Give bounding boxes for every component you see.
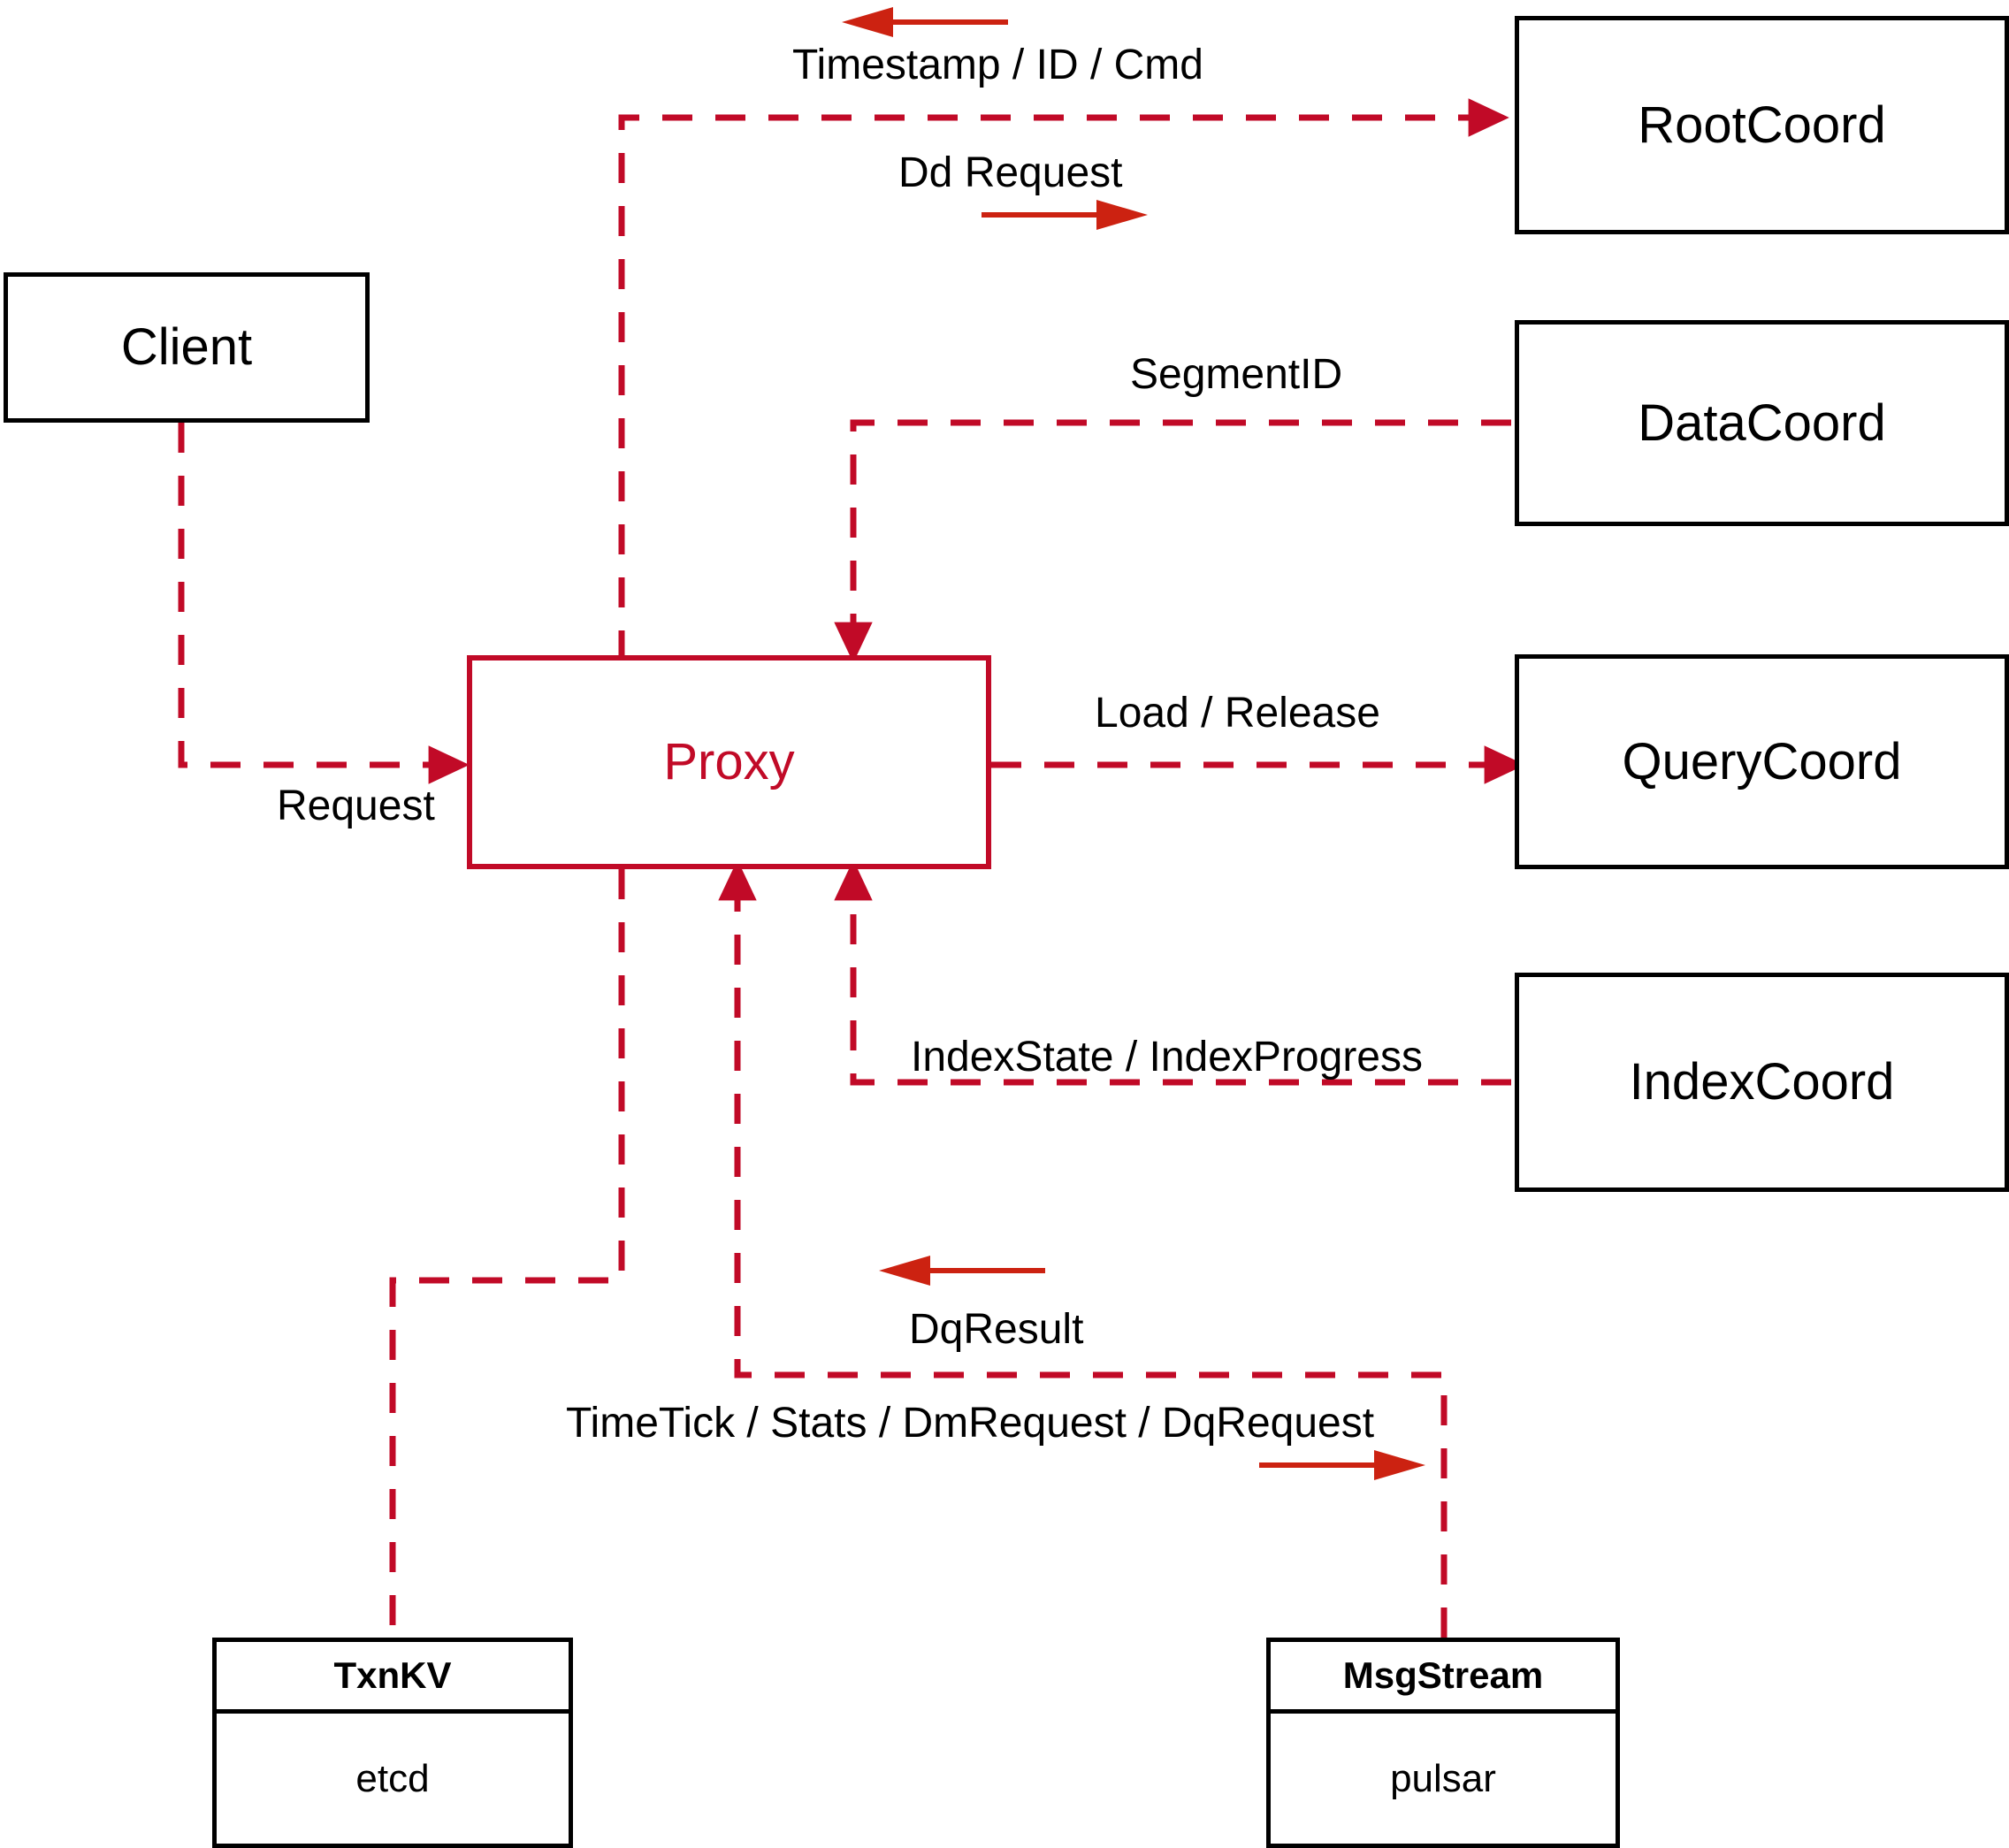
node-datacoord[interactable]: DataCoord [1515,320,2009,526]
edge-label-index-state-progress: IndexState / IndexProgress [911,1034,1423,1081]
edge-label-dq-result: DqResult [909,1306,1084,1353]
edge-label-request: Request [277,783,435,829]
node-msgstream-body-label: pulsar [1390,1756,1496,1800]
node-datacoord-label: DataCoord [1638,393,1886,452]
node-txnkv-body: etcd [217,1714,569,1844]
node-client-label: Client [120,318,253,376]
edge-indexcoord-to-proxy [834,859,1511,1086]
node-txnkv-header: TxnKV [217,1642,569,1714]
node-msgstream-header: MsgStream [1271,1642,1616,1714]
node-txnkv[interactable]: TxnKV etcd [212,1638,573,1848]
edge-label-dd-request: Dd Request [898,149,1123,196]
edge-label-load-release: Load / Release [1095,690,1380,737]
edge-label-segment-id: SegmentID [1130,351,1343,398]
node-msgstream[interactable]: MsgStream pulsar [1266,1638,1620,1848]
node-rootcoord-label: RootCoord [1638,95,1886,154]
edge-proxy-msgstream [718,859,1448,1638]
edge-label-timestamp-id-cmd: Timestamp / ID / Cmd [792,42,1203,88]
node-txnkv-body-label: etcd [355,1756,430,1800]
edge-client-to-proxy [178,423,470,784]
node-indexcoord-label: IndexCoord [1629,1053,1895,1111]
edge-proxy-to-rootcoord [618,98,1509,661]
node-client[interactable]: Client [4,272,370,423]
node-querycoord-label: QueryCoord [1622,732,1902,790]
edge-label-timetick-stats: TimeTick / Stats / DmRequest / DqRequest [566,1400,1375,1447]
node-txnkv-header-label: TxnKV [333,1654,452,1696]
node-rootcoord[interactable]: RootCoord [1515,16,2009,234]
node-msgstream-header-label: MsgStream [1342,1654,1544,1696]
node-querycoord[interactable]: QueryCoord [1515,654,2009,869]
edge-datacoord-to-proxy [834,419,1511,663]
node-indexcoord[interactable]: IndexCoord [1515,973,2009,1192]
node-proxy[interactable]: Proxy [467,655,991,869]
node-proxy-label: Proxy [663,733,795,790]
edge-proxy-to-txnkv [389,869,625,1638]
node-msgstream-body: pulsar [1271,1714,1616,1844]
